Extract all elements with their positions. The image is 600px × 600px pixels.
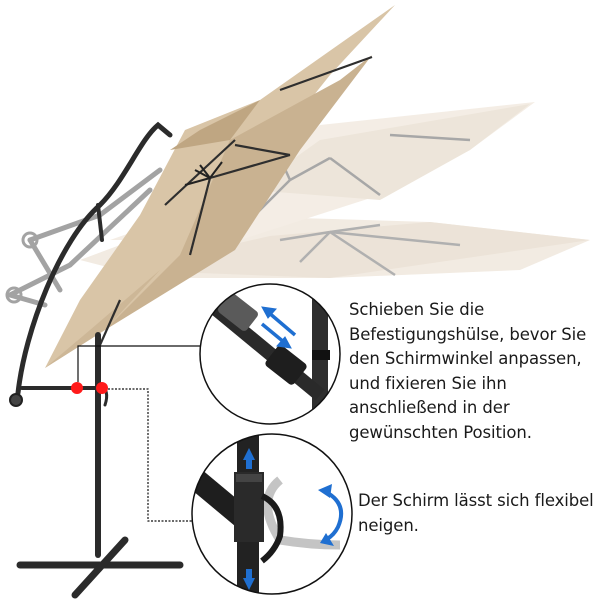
main-canopy	[45, 5, 395, 368]
tilt-instruction-text: Der Schirm lässt sich flexibel neigen.	[358, 491, 594, 535]
sleeve-instruction-text: Schieben Sie die Befestigungshülse, bevo…	[349, 300, 587, 442]
leader-lines	[77, 345, 200, 522]
frame	[15, 121, 184, 599]
detail-circle-sleeve	[199, 283, 341, 425]
adjustment-markers	[71, 382, 108, 394]
rotate-arrow-icon	[318, 484, 343, 546]
vertical-arrows-icon	[243, 448, 255, 590]
crank-handle	[9, 393, 23, 407]
detail-circle-tilt	[191, 433, 353, 595]
slide-arrows-icon	[260, 306, 297, 349]
